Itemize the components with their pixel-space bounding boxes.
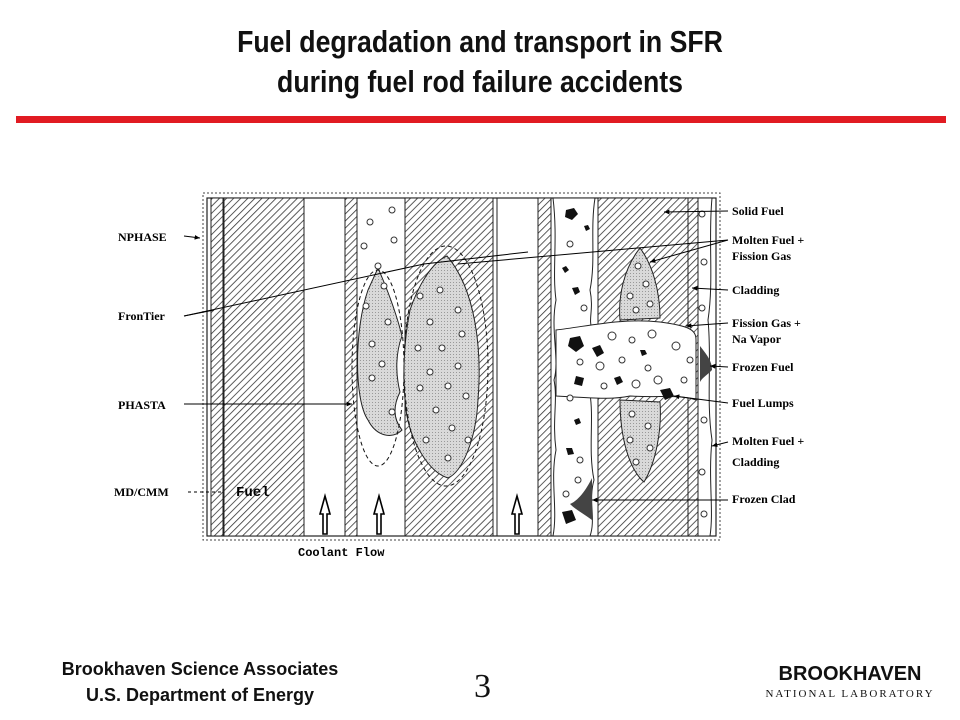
label-phasta: PHASTA xyxy=(118,398,166,412)
coolant-arrows xyxy=(318,493,524,535)
label-frozen-clad: Frozen Clad xyxy=(732,492,796,506)
label-molten-fuel-fg-1: Molten Fuel + xyxy=(732,233,804,247)
molten-fuel-region xyxy=(357,266,403,436)
slide-title: Fuel degradation and transport in SFR du… xyxy=(67,22,893,102)
cladding-strip xyxy=(537,197,552,537)
org-line-1: Brookhaven Science Associates xyxy=(61,659,339,679)
label-coolant-flow: Coolant Flow xyxy=(298,546,385,560)
fuel-lumps xyxy=(562,208,674,524)
label-mdcmm: MD/CMM xyxy=(114,485,169,499)
label-fuel: Fuel xyxy=(236,485,270,501)
label-nphase: NPHASE xyxy=(118,230,167,244)
label-molten-fuel-clad-1: Molten Fuel + xyxy=(732,434,804,448)
molten-fuel-lower xyxy=(619,399,661,483)
cladding-strip xyxy=(210,197,224,537)
label-frontier: FronTier xyxy=(118,309,166,323)
label-solid-fuel: Solid Fuel xyxy=(732,204,784,218)
label-molten-fuel-clad-2: Cladding xyxy=(732,455,779,469)
logo-wordmark: BROOKHAVEN xyxy=(779,663,922,685)
label-cladding: Cladding xyxy=(732,283,779,297)
fission-gas-bubbles xyxy=(360,206,708,518)
page-number: 3 xyxy=(474,668,491,705)
label-molten-fuel-fg-2: Fission Gas xyxy=(732,249,791,263)
frozen-clad xyxy=(570,478,592,520)
cladding-strip xyxy=(344,197,358,537)
label-fission-gas-na-1: Fission Gas + xyxy=(732,316,801,330)
frozen-fuel xyxy=(700,346,712,382)
title-line-2: during fuel rod failure accidents xyxy=(277,64,683,99)
org-line-2: U.S. Department of Energy xyxy=(85,685,315,705)
label-fuel-lumps: Fuel Lumps xyxy=(732,396,794,410)
logo-subtitle: NATIONAL LABORATORY xyxy=(765,688,934,700)
brookhaven-logo: BROOKHAVEN NATIONAL LABORATORY xyxy=(765,663,934,700)
label-fission-gas-na-2: Na Vapor xyxy=(732,332,782,346)
frontier-boundary-center xyxy=(403,245,489,487)
title-underline xyxy=(16,116,946,123)
title-line-1: Fuel degradation and transport in SFR xyxy=(237,24,723,59)
label-frozen-fuel: Frozen Fuel xyxy=(732,360,794,374)
footer-organization: Brookhaven Science Associates U.S. Depar… xyxy=(50,656,350,708)
